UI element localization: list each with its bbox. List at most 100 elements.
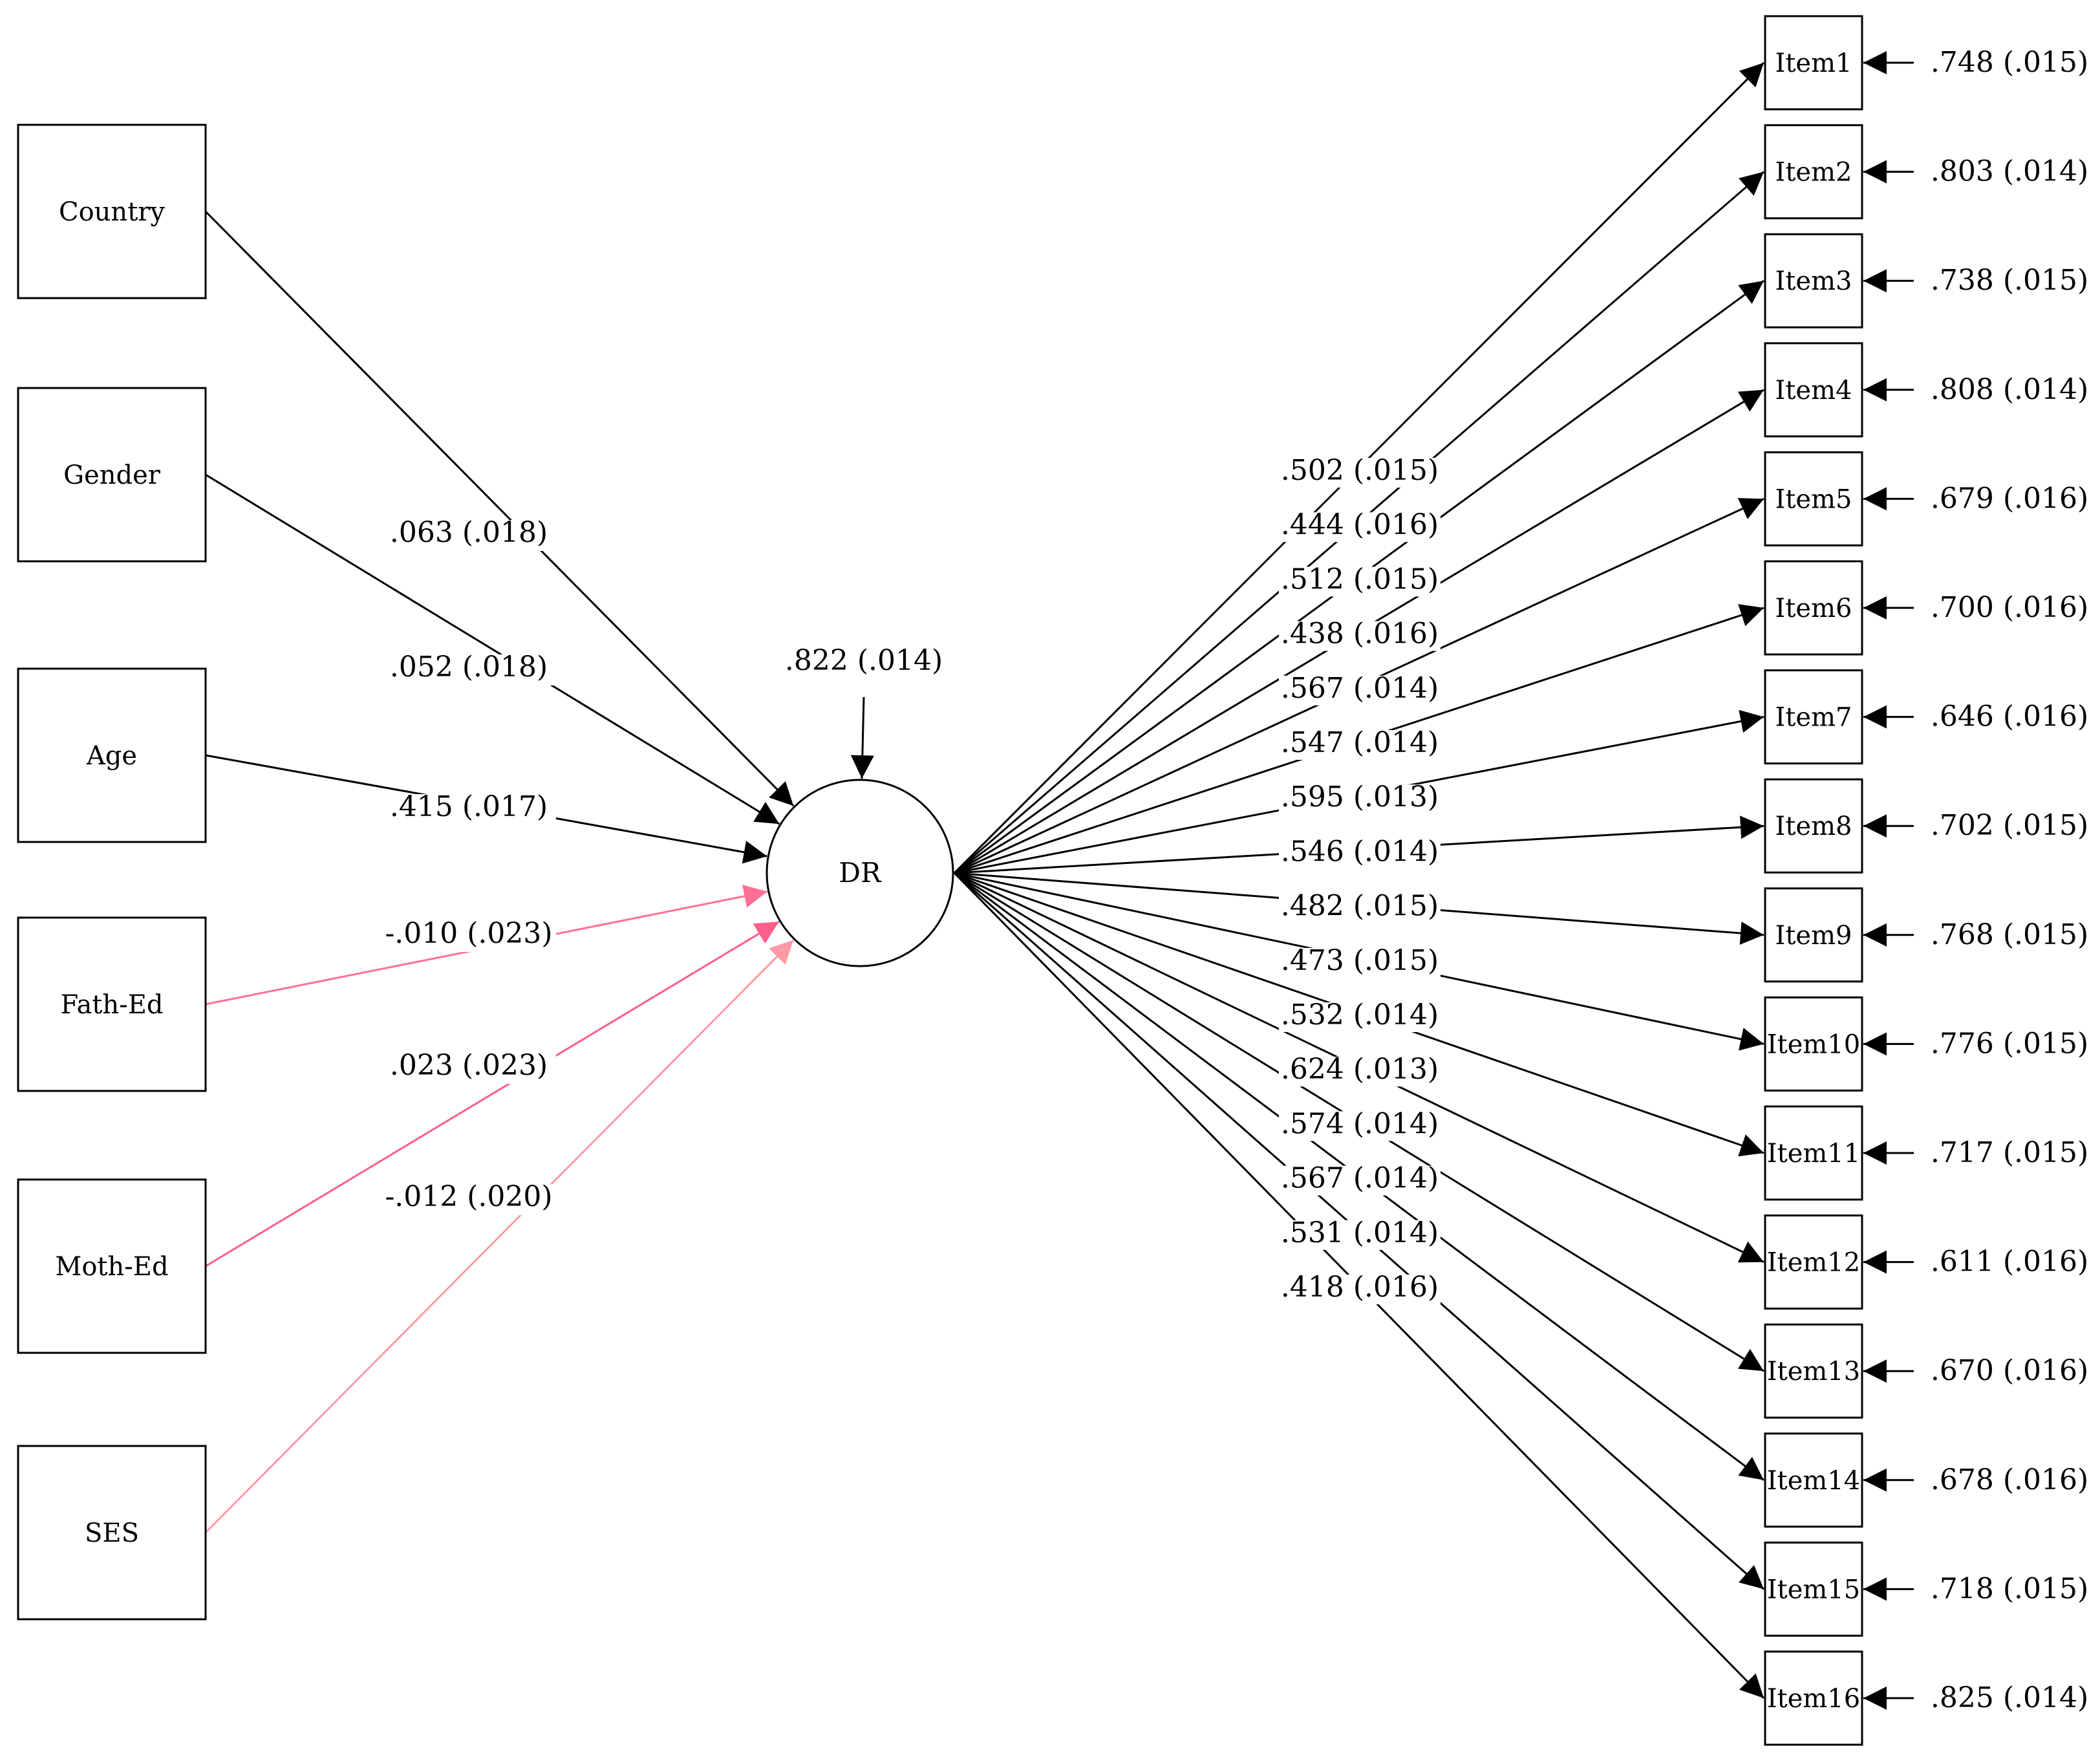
loading-label-bg	[1279, 512, 1441, 543]
path-edge-gender	[205, 473, 780, 825]
loading-estimate-item12: .624 (.013)	[1281, 1053, 1439, 1086]
predictor-box-fath-ed	[17, 916, 207, 1092]
loading-estimate-item13: .574 (.014)	[1281, 1107, 1439, 1140]
item-label-item1: Item1	[1775, 49, 1852, 78]
path-estimate-gender: .052 (.018)	[390, 651, 548, 684]
path-label-bg	[381, 921, 556, 952]
latent-residual-label: .822 (.014)	[785, 644, 943, 677]
loading-label-bg	[1279, 621, 1441, 651]
item-box-item3	[1764, 233, 1863, 329]
item-label-item5: Item5	[1775, 484, 1852, 514]
item-label-item15: Item15	[1767, 1575, 1860, 1604]
latent-node	[766, 779, 954, 967]
predictor-label-gender: Gender	[63, 460, 161, 490]
item-residual-label-item4: .808 (.014)	[1931, 373, 2088, 406]
item-label-item2: Item2	[1775, 158, 1852, 188]
loading-estimate-item6: .547 (.014)	[1281, 726, 1439, 759]
edges-layer	[204, 51, 1914, 1710]
path-estimate-age: .415 (.017)	[390, 790, 548, 823]
loading-estimate-item7: .595 (.013)	[1281, 781, 1439, 814]
item-box-item4	[1764, 342, 1863, 438]
item-residual-label-item5: .679 (.016)	[1931, 482, 2088, 515]
item-box-item14	[1764, 1432, 1863, 1528]
path-edge-ses	[204, 939, 795, 1534]
item-box-item2	[1764, 124, 1863, 220]
item-residual-label-item12: .611 (.016)	[1931, 1245, 2088, 1278]
item-label-item3: Item3	[1775, 266, 1852, 296]
loading-estimate-item14: .567 (.014)	[1281, 1162, 1439, 1195]
predictor-label-moth-ed: Moth-Ed	[55, 1252, 168, 1282]
item-label-item14: Item14	[1767, 1466, 1860, 1496]
item-box-item11	[1764, 1105, 1863, 1201]
item-residual-label-item1: .748 (.015)	[1931, 46, 2088, 79]
path-edge-moth-ed	[205, 920, 780, 1267]
item-box-item6	[1764, 560, 1863, 656]
predictor-label-fath-ed: Fath-Ed	[60, 990, 163, 1020]
loading-label-bg	[1279, 1057, 1441, 1087]
path-estimate-country: .063 (.018)	[390, 516, 548, 549]
item-label-item16: Item16	[1767, 1684, 1860, 1714]
item-box-item5	[1764, 451, 1863, 546]
loading-label-bg	[1279, 893, 1441, 923]
loading-estimate-item9: .482 (.015)	[1281, 890, 1439, 923]
loading-estimate-item1: .502 (.015)	[1281, 454, 1439, 487]
path-label-bg	[381, 1053, 556, 1084]
labels-layer: .063 (.018) .052 (.018) .415 (.017) -.010 (…	[381, 46, 2088, 1714]
loading-label-bg	[1279, 839, 1441, 869]
path-label-bg	[381, 654, 556, 685]
item-residual-label-item3: .738 (.015)	[1931, 264, 2088, 297]
loading-label-bg	[1279, 458, 1441, 488]
latent-label: DR	[839, 857, 882, 889]
item-residual-label-item9: .768 (.015)	[1931, 918, 2088, 951]
loading-estimate-item4: .438 (.016)	[1281, 618, 1439, 651]
predictor-box-country	[17, 124, 207, 299]
item-box-item16	[1764, 1650, 1863, 1746]
item-box-item1	[1764, 15, 1863, 111]
item-residual-label-item8: .702 (.015)	[1931, 809, 2088, 842]
item-label-item12: Item12	[1767, 1248, 1860, 1278]
item-residual-label-item2: .803 (.014)	[1931, 155, 2088, 188]
path-estimate-moth-ed: .023 (.023)	[390, 1049, 548, 1082]
item-label-item11: Item11	[1767, 1139, 1860, 1169]
item-label-item10: Item10	[1767, 1029, 1860, 1059]
loading-estimate-item3: .512 (.015)	[1281, 563, 1439, 596]
path-estimate-fath-ed: -.010 (.023)	[385, 917, 552, 950]
loading-estimate-item10: .473 (.015)	[1281, 944, 1439, 977]
path-label-bg	[381, 520, 556, 551]
item-residual-label-item10: .776 (.015)	[1931, 1027, 2088, 1060]
loading-label-bg	[1279, 784, 1441, 815]
predictor-label-age: Age	[86, 741, 137, 771]
loading-label-bg	[1279, 1111, 1441, 1141]
item-residual-label-item6: .700 (.016)	[1931, 591, 2088, 624]
predictor-label-country: Country	[59, 197, 165, 227]
item-residual-label-item7: .646 (.016)	[1931, 700, 2088, 733]
loading-estimate-item2: .444 (.016)	[1281, 508, 1439, 541]
item-residual-label-item14: .678 (.016)	[1931, 1463, 2088, 1496]
item-residual-label-item16: .825 (.014)	[1931, 1681, 2088, 1714]
predictor-box-ses	[17, 1445, 207, 1621]
item-box-item15	[1764, 1541, 1863, 1637]
item-box-item7	[1764, 669, 1863, 765]
predictor-box-gender	[17, 387, 207, 563]
item-box-item9	[1764, 887, 1863, 983]
loading-label-bg	[1279, 1165, 1441, 1196]
item-residual-label-item13: .670 (.016)	[1931, 1354, 2088, 1387]
loading-estimate-item15: .531 (.014)	[1281, 1216, 1439, 1249]
item-residual-label-item11: .717 (.015)	[1931, 1136, 2088, 1169]
item-label-item9: Item9	[1775, 921, 1852, 951]
path-estimate-ses: -.012 (.020)	[385, 1180, 552, 1213]
loading-label-bg	[1279, 730, 1441, 760]
predictor-box-age	[17, 667, 207, 843]
item-box-item8	[1764, 778, 1863, 874]
loading-estimate-item16: .418 (.016)	[1281, 1271, 1439, 1304]
path-label-bg	[381, 1184, 556, 1215]
item-box-item10	[1764, 996, 1863, 1092]
predictor-box-moth-ed	[17, 1178, 207, 1354]
loading-estimate-item5: .567 (.014)	[1281, 672, 1439, 705]
loading-label-bg	[1279, 566, 1441, 597]
item-box-item13	[1764, 1323, 1863, 1419]
latent-residual-arrow	[850, 696, 874, 779]
predictor-label-ses: SES	[85, 1518, 139, 1548]
